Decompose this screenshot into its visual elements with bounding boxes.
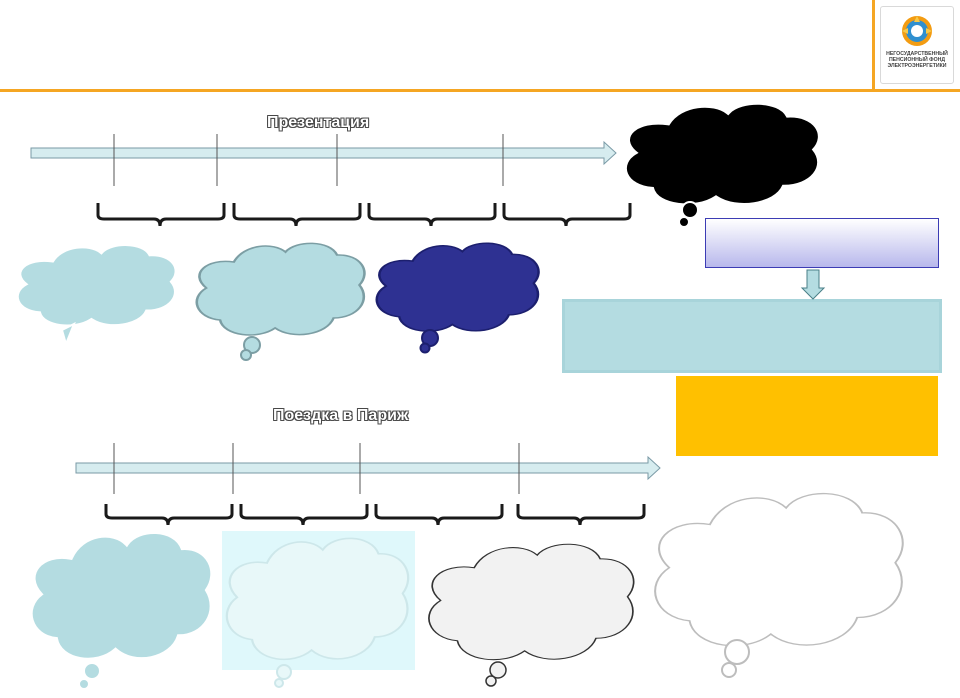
logo-line: НЕГОСУДАРСТВЕННЫЙ xyxy=(886,51,948,57)
presentation-braces xyxy=(96,203,632,227)
presentation-timeline-arrow xyxy=(30,140,617,166)
logo-caption: НЕГОСУДАРСТВЕННЫЙ ПЕНСИОННЫЙ ФОНД ЭЛЕКТР… xyxy=(881,51,953,70)
trip-timeline-arrow xyxy=(75,455,661,481)
cloud-light-blue-2 xyxy=(197,243,365,360)
light-blue-box xyxy=(562,299,942,373)
header-accent-line xyxy=(0,89,960,92)
cloud-grey xyxy=(429,544,634,686)
company-logo: НЕГОСУДАРСТВЕННЫЙ ПЕНСИОННЫЙ ФОНД ЭЛЕКТР… xyxy=(880,6,954,84)
down-arrow-icon xyxy=(800,269,826,300)
presentation-ticks xyxy=(113,134,504,186)
cloud-light-blue-3 xyxy=(31,533,212,689)
cloud-pale xyxy=(227,538,408,687)
header-separator xyxy=(872,0,875,89)
trip-ticks xyxy=(113,443,520,494)
trip-braces xyxy=(104,504,646,526)
presentation-title: Презентация xyxy=(267,114,370,131)
cloud-light-blue-1 xyxy=(17,245,177,344)
yellow-box xyxy=(676,376,938,456)
logo-line: ЭЛЕКТРОЭНЕРГЕТИКИ xyxy=(887,63,947,70)
sun-gear-icon xyxy=(902,16,932,46)
cloud-black xyxy=(625,104,820,227)
cloud-navy xyxy=(377,243,539,352)
trip-title: Поездка в Париж xyxy=(273,407,409,424)
lavender-box xyxy=(705,218,939,268)
logo-line: ПЕНСИОННЫЙ ФОНД xyxy=(888,57,946,64)
cloud-white-outline xyxy=(655,494,903,677)
